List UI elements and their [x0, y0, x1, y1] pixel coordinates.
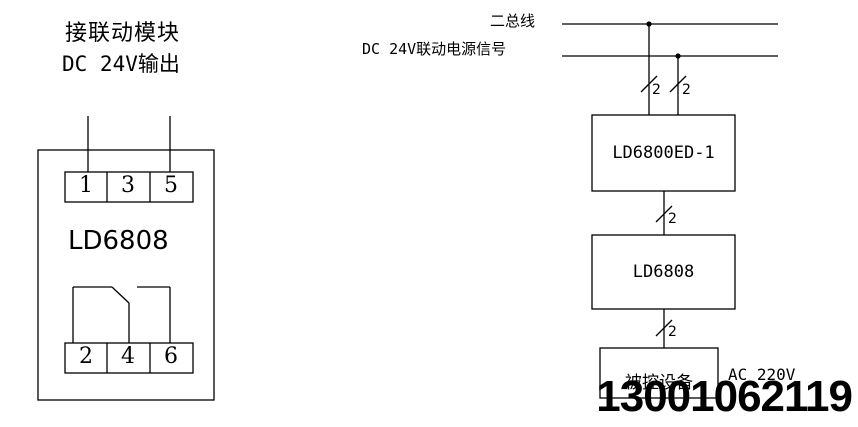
block1-label: LD6800ED-1 — [612, 143, 715, 163]
top-terminal-strip — [64, 171, 194, 203]
block2-label: LD6808 — [632, 262, 695, 282]
wire-count-bus1: 2 — [652, 82, 661, 98]
block-controlled-device — [599, 347, 719, 399]
block3-label: 被控设备 — [625, 373, 693, 393]
module-outline — [37, 149, 215, 401]
bus-label-two-wire: 二总线 — [490, 12, 536, 30]
module-title-line1: 接联动模块 — [65, 21, 181, 46]
wire-count-block1-block2: 2 — [668, 211, 677, 227]
terminal-6: 6 — [164, 344, 178, 369]
bus-label-dc24v: DC 24V联动电源信号 — [362, 40, 507, 58]
module-title-line2: DC 24V输出 — [62, 52, 180, 76]
terminal-3: 3 — [121, 173, 135, 198]
wire-count-bus2: 2 — [682, 82, 691, 98]
relay-contact — [72, 286, 171, 343]
junction-dot-bus2 — [675, 53, 681, 59]
module-model-label: LD6808 — [68, 226, 169, 256]
phone-number-watermark: 13001062119 — [596, 372, 853, 421]
terminal-1: 1 — [79, 173, 93, 198]
ac-supply-label: AC 220V — [728, 365, 796, 384]
terminal-5: 5 — [164, 173, 178, 198]
terminal-4: 4 — [121, 344, 135, 369]
junction-dot-bus1 — [646, 21, 652, 27]
wire-count-block2-block3: 2 — [668, 324, 677, 340]
terminal-2: 2 — [79, 344, 93, 369]
